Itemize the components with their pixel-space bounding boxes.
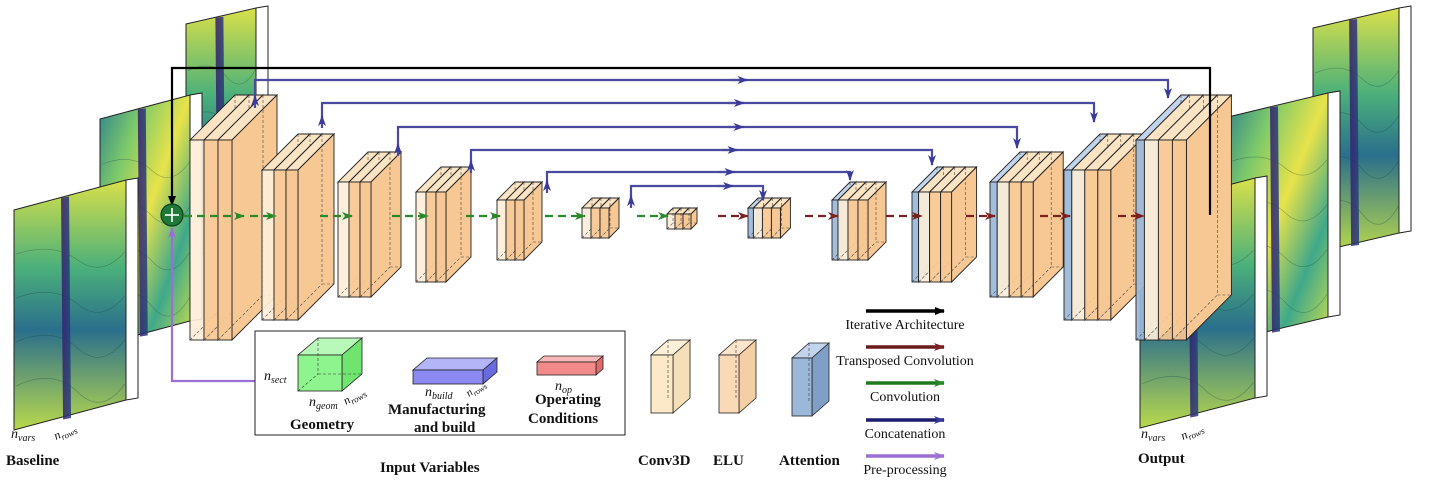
network-blocks: [188, 93, 1233, 342]
n-vars-input-symbol: nvars: [11, 427, 35, 444]
skip-connection-6: [629, 184, 767, 201]
legend-label-2: Transposed Convolution: [836, 354, 974, 369]
legend-label-1: Iterative Architecture: [845, 318, 964, 333]
elu-label: ELU: [713, 453, 744, 469]
elu-legend-block: [717, 339, 758, 414]
decoder-block-3-3: [939, 165, 978, 284]
n-sect-symbol: nsect: [264, 369, 287, 386]
skip-connection-4: [469, 148, 936, 166]
geometry-cube-icon: [296, 337, 364, 392]
iterative-loop-arrow: [168, 66, 1212, 215]
encoder-block-2-3: [284, 132, 336, 322]
n-rows-output-symbol: nrows: [1178, 420, 1206, 445]
skip-connection-3: [396, 125, 1021, 149]
attention-label: Attention: [779, 453, 840, 469]
n-vars-output-symbol: nvars: [1141, 427, 1165, 444]
manufacturing-label-2: and build: [414, 420, 476, 436]
legend-label-3: Convolution: [870, 390, 940, 405]
encoder-block-5-3: [513, 180, 544, 262]
build-slab-icon: [411, 357, 499, 385]
preprocessing-arrow: [168, 227, 255, 383]
encoder-block-4-3: [434, 165, 473, 284]
decoder-block-4-3: [1020, 150, 1065, 299]
conv3d-label: Conv3D: [638, 453, 691, 469]
input-field-panel-1: [13, 177, 139, 431]
encoder-block-7-3: [681, 206, 699, 231]
skip-connection-5: [545, 170, 854, 185]
conv3d-legend-block: [649, 339, 692, 414]
encoder-block-6-3: [598, 196, 621, 240]
geometry-label: Geometry: [290, 417, 355, 433]
n-rows-input-symbol: nrows: [51, 420, 79, 445]
op-slab-icon: [535, 355, 605, 376]
baseline-label: Baseline: [6, 453, 60, 469]
plus-node-icon: [160, 203, 184, 227]
skip-connection-2: [320, 101, 1098, 123]
n-build-symbol: nbuild: [425, 385, 454, 402]
decoder-block-2-3: [856, 180, 888, 262]
manufacturing-label-1: Manufacturing: [388, 402, 486, 418]
decoder-block-6-3: [1171, 93, 1233, 342]
output-label: Output: [1138, 451, 1185, 467]
n-op-symbol: nop: [555, 379, 572, 396]
operating-label-2: Conditions: [528, 411, 598, 427]
legend-label-4: Concatenation: [865, 427, 946, 442]
skip-connection-1: [253, 78, 1172, 100]
attention-legend-block: [790, 342, 831, 417]
input-variables-label: Input Variables: [380, 460, 480, 476]
operating-label-1: Operating: [535, 392, 601, 408]
legend-label-5: Pre-processing: [863, 463, 946, 478]
skip-connections: [251, 76, 1172, 208]
n-geom-symbol: ngeom: [309, 395, 338, 412]
decoder-block-1-3: [770, 196, 792, 240]
encoder-block-3-3: [358, 150, 403, 299]
